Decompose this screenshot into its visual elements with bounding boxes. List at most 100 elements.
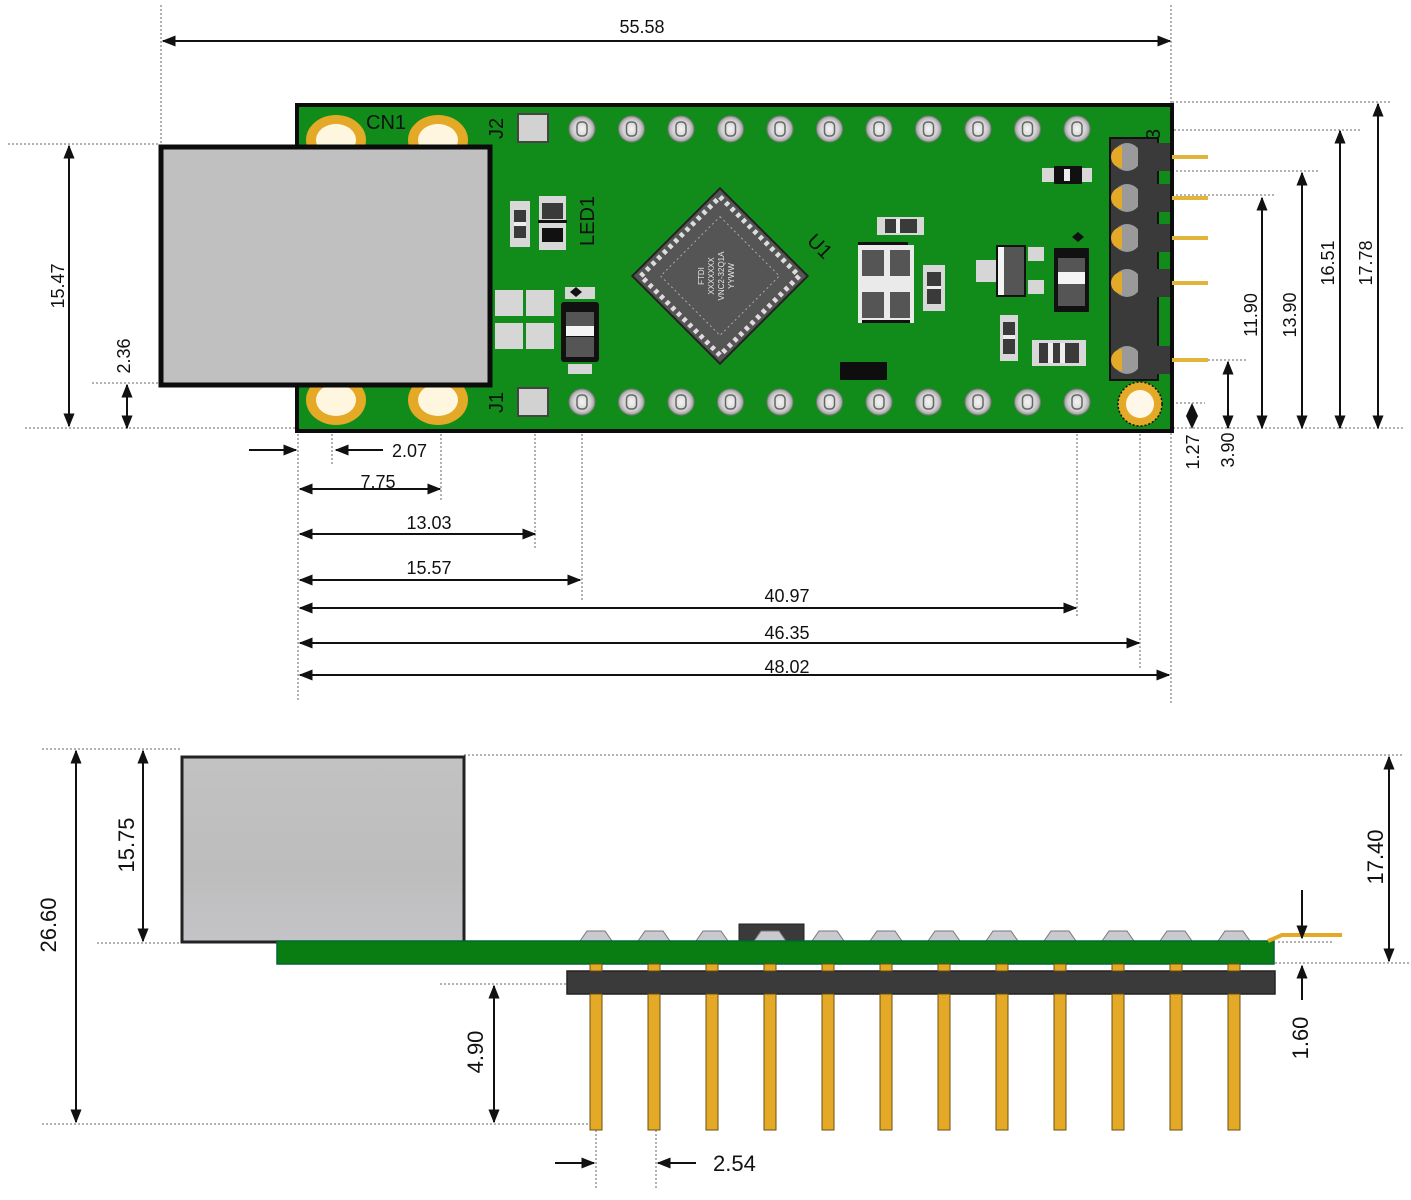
header-pins (589, 963, 1241, 1131)
header-pin-pad (667, 115, 695, 143)
regulator-component (976, 245, 1044, 297)
dim-j3-pin3-y: 13.90 (1280, 171, 1308, 430)
solder-bump (1217, 930, 1251, 942)
dim-last-pin-x: 40.97 (298, 586, 1078, 614)
dim-label: 3.90 (1218, 432, 1238, 467)
ic-marking-line: VNC2-32Q1A (717, 251, 726, 301)
usb-pad-hole (418, 384, 458, 416)
ic-marking-line: FTDI (697, 267, 706, 285)
dim-mount-hole-y: 1.27 (1183, 403, 1203, 470)
header-pin (1111, 993, 1125, 1131)
dim-label: 46.35 (764, 623, 809, 643)
solder-bump (811, 930, 845, 942)
dim-label: 4.90 (463, 1031, 488, 1074)
side-view: 26.60 15.75 17.40 1.60 4.90 2.54 (36, 748, 1411, 1190)
right-header-j3 (1109, 137, 1208, 381)
header-pin (1053, 993, 1067, 1131)
header-pin-pad (618, 115, 645, 143)
pin-segment (1227, 963, 1241, 972)
dim-overall-length: 55.58 (161, 17, 1172, 47)
pin-segment (821, 963, 835, 972)
ic-marking-line: XXXXXXX (707, 257, 716, 295)
dim-label: 2.07 (392, 441, 427, 461)
pin-segment (1111, 963, 1125, 972)
dim-label: 26.60 (36, 897, 61, 952)
dim-pin-length: 4.90 (463, 984, 500, 1124)
header-pin-pad (865, 115, 893, 143)
pin-segment (763, 963, 777, 972)
dim-label: 16.51 (1318, 240, 1338, 285)
capacitor-c2 (1042, 166, 1092, 184)
pin-segment (995, 963, 1009, 972)
header-pin-pad (766, 115, 794, 143)
header-pin-pad (964, 388, 992, 416)
solder-bump (1043, 930, 1077, 942)
pin-segment (1053, 963, 1067, 972)
ic-body (630, 186, 810, 366)
ref-j1: J1 (486, 392, 508, 413)
dim-usb-tab-offset: 2.07 (249, 441, 427, 461)
jumper-pad-j2 (517, 113, 549, 143)
solder-bump (1101, 930, 1135, 942)
dim-label: 11.90 (1241, 293, 1261, 337)
solder-bumps (579, 930, 1251, 942)
pin-segment (879, 963, 893, 972)
diode-d2 (1054, 232, 1089, 312)
header-pin (879, 993, 893, 1131)
capacitor-c1 (877, 217, 924, 235)
solder-bump (869, 930, 903, 942)
dim-usb-offset: 2.36 (114, 338, 134, 430)
smd-black-part (840, 362, 887, 380)
dim-mount-hole-x: 46.35 (298, 623, 1141, 649)
header-pin-pad (1014, 115, 1041, 143)
j3-pin (1111, 346, 1208, 374)
pin-row-top (568, 115, 1091, 143)
header-pin (647, 993, 661, 1131)
dim-usb-width: 15.47 (48, 144, 75, 428)
dim-label: 13.90 (1280, 292, 1300, 337)
dim-label: 2.36 (114, 338, 134, 373)
dim-label: 2.54 (713, 1151, 756, 1176)
j3-pin (1111, 224, 1208, 252)
header-pin-pad (915, 115, 942, 143)
header-pin (705, 993, 719, 1131)
header-pin-pad (816, 115, 843, 143)
solder-bump (985, 930, 1019, 942)
dim-top-row-y: 16.51 (1318, 129, 1346, 430)
pin-segment (589, 963, 603, 972)
dim-label: 15.47 (48, 263, 68, 308)
header-pin-pad (1014, 388, 1041, 416)
ic-u1: FTDI XXXXXXX VNC2-32Q1A YYWW (630, 186, 810, 366)
resistor-r3 (1000, 315, 1018, 361)
dim-label: 1.60 (1288, 1017, 1313, 1060)
dim-usb-height: 15.75 (114, 749, 149, 943)
j3-pin (1111, 269, 1208, 297)
header-pin-pad (568, 388, 596, 416)
pin-segment (937, 963, 951, 972)
pin-segment (705, 963, 719, 972)
solder-bump (1159, 930, 1193, 942)
dim-label: 17.40 (1363, 829, 1388, 884)
header-pin-pad (865, 388, 893, 416)
mount-hole (1117, 381, 1163, 427)
j3-pin (1111, 143, 1208, 171)
dim-label: 40.97 (764, 586, 809, 606)
led-component (538, 196, 567, 250)
pin-segment (647, 963, 661, 972)
dim-pcb-width: 17.78 (1356, 102, 1384, 430)
header-pin-pad (717, 115, 744, 143)
header-pin-pad (915, 388, 942, 416)
diode-component (561, 287, 599, 374)
header-pin-pad (618, 388, 645, 416)
dim-label: 17.78 (1356, 240, 1376, 285)
header-pin (1169, 993, 1183, 1131)
jumper-pad-j1 (517, 387, 549, 417)
header-pin-pad (964, 115, 992, 143)
usb-pad-hole (316, 384, 356, 416)
pin-segment (1169, 963, 1183, 972)
dim-j3-pin2-y: 11.90 (1241, 196, 1268, 430)
dim-label: 15.57 (406, 558, 451, 578)
solder-bump (695, 930, 729, 942)
header-pin (589, 993, 603, 1131)
